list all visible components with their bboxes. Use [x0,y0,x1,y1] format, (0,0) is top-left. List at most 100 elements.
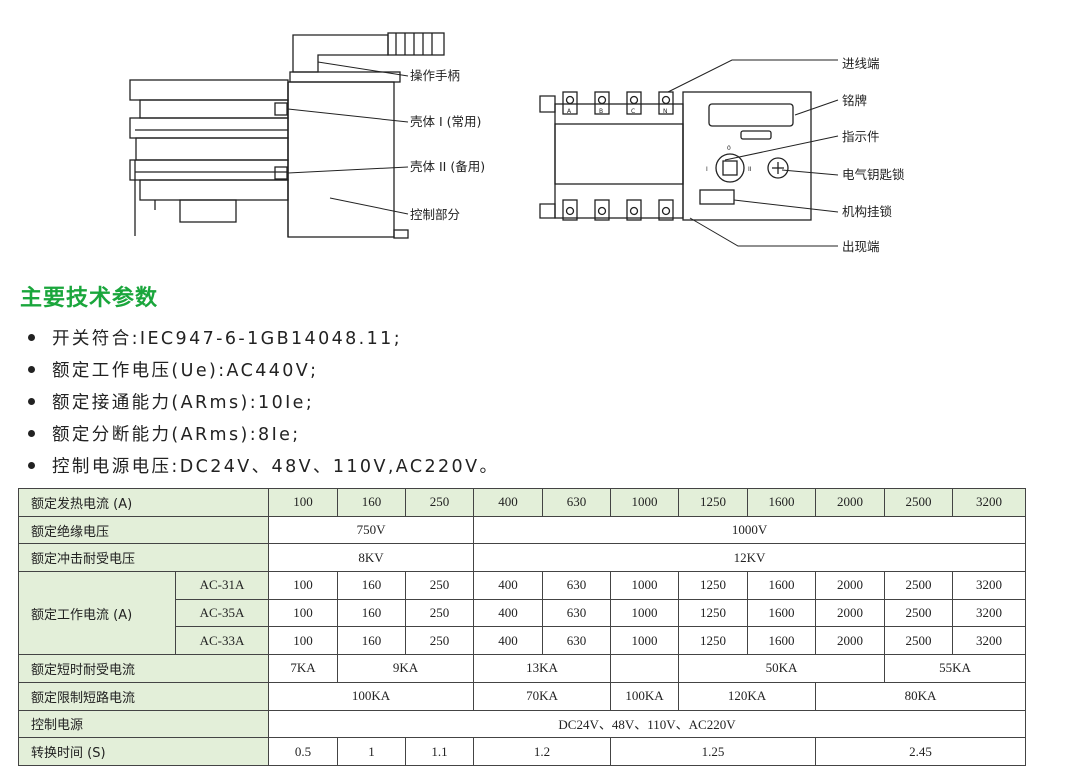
table-row-rated-current: 额定发热电流 (A) 100 160 250 400 630 1000 1250… [17,488,1027,517]
table-cell: 1 [337,737,407,766]
spec-text: 开关符合:IEC947-6-1GB14048.11; [52,329,402,349]
table-cell: 3200 [952,571,1027,600]
table-cell: 2.45 [815,737,1027,766]
table-cell: 100KA [610,681,680,711]
table-row-short-time: 额定短时耐受电流 7KA 9KA 13KA 50KA 55KA [17,654,1027,683]
table-cell: 630 [542,626,612,656]
table-cell: 1.2 [473,737,612,766]
dial-mark-1: I [706,166,708,173]
table-row-impulse: 额定冲击耐受电压 8KV 12KV [17,543,1027,573]
table-cell: 100KA [268,681,475,711]
category-label: AC-31A [174,571,270,600]
table-cell: 2500 [884,626,954,656]
table-cell: 7KA [268,654,339,683]
table-cell: 2500 [884,598,954,628]
table-cell: 2000 [815,626,886,656]
table-cell: 2000 [815,598,886,628]
table-cell: 750V [268,515,475,545]
table-cell: 1.25 [610,737,817,766]
table-cell: 12KV [473,543,1027,573]
spec-item: 额定工作电压(Ue):AC440V; [28,356,499,388]
spec-item: 额定接通能力(ARms):10Ie; [28,388,499,420]
table-cell: 400 [473,598,544,628]
table-cell: 1000 [610,598,680,628]
spec-list: 开关符合:IEC947-6-1GB14048.11; 额定工作电压(Ue):AC… [28,324,499,484]
table-cell: 1600 [747,488,817,517]
dial-mark-2: II [748,166,752,173]
table-cell: 160 [337,598,407,628]
spec-text: 额定分断能力(ARms):8Ie; [52,425,301,445]
label-indicator: 指示件 [842,129,880,144]
table-cell: 400 [473,488,544,517]
table-row-switch-time: 转换时间 (S) 0.5 1 1.1 1.2 1.25 2.45 [17,737,1027,766]
table-cell: 1250 [678,598,749,628]
bullet-icon [28,333,35,341]
label-nameplate: 铭牌 [842,93,868,108]
label-incoming-terminal: 进线端 [842,56,880,71]
bullet-icon [28,461,35,469]
table-cell: 120KA [678,681,817,711]
row-label: 额定短时耐受电流 [17,654,270,683]
bullet-icon [28,429,35,437]
label-control-part: 控制部分 [410,207,461,222]
front-view-drawing [539,59,839,247]
table-cell: 2500 [884,488,954,517]
table-cell: 1000V [473,515,1027,545]
spec-item: 控制电源电压:DC24V、48V、110V,AC220V。 [28,452,499,484]
table-cell: 100 [268,488,339,517]
table-cell: 13KA [473,654,612,683]
spec-text: 额定工作电压(Ue):AC440V; [52,361,319,381]
table-cell: 630 [542,571,612,600]
table-cell: 1.1 [405,737,475,766]
table-cell: 1000 [610,626,680,656]
terminal-letters: A B C N 0 I II [567,108,752,173]
label-mechanism-padlock: 机构挂锁 [842,204,893,219]
table-cell: 1250 [678,488,749,517]
spec-text: 额定接通能力(ARms):10Ie; [52,393,315,413]
table-cell: 250 [405,626,475,656]
table-cell: 160 [337,626,407,656]
row-label: 额定绝缘电压 [17,515,270,545]
row-label: 控制电源 [17,709,270,739]
table-cell: 2000 [815,488,886,517]
table-cell: 160 [337,571,407,600]
label-electric-key-lock: 电气钥匙锁 [842,167,905,182]
table-cell: 1250 [678,571,749,600]
section-title: 主要技术参数 [20,286,159,311]
table-cell: 250 [405,571,475,600]
table-cell [610,654,680,683]
table-cell: 80KA [815,681,1027,711]
terminal-letter-c: C [631,108,635,115]
row-label: 额定限制短路电流 [17,681,270,711]
label-operating-handle: 操作手柄 [410,68,461,83]
table-row-insulation: 额定绝缘电压 750V 1000V [17,515,1027,545]
table-cell: 3200 [952,626,1027,656]
label-housing-backup: 壳体 II (备用) [410,159,486,174]
table-cell: 1600 [747,571,817,600]
dial-mark-0: 0 [727,145,731,152]
category-label: AC-35A [174,598,270,628]
table-cell: 2000 [815,571,886,600]
table-row-ac31a: 额定工作电流 (A) AC-31A 100 160 250 400 630 10… [18,571,1027,656]
table-row-limit-short-circuit: 额定限制短路电流 100KA 70KA 100KA 120KA 80KA [17,681,1027,711]
table-cell: 100 [268,626,339,656]
side-view-drawing [129,32,445,239]
table-cell: 250 [405,598,475,628]
label-outgoing-terminal: 出现端 [842,239,880,254]
table-cell: 50KA [678,654,886,683]
row-label: 额定发热电流 (A) [17,488,270,517]
table-cell: 3200 [952,488,1027,517]
table-cell: 8KV [268,543,475,573]
category-label: AC-33A [174,626,270,656]
row-label: 额定冲击耐受电压 [17,543,270,573]
row-label: 额定工作电流 (A) [18,571,176,656]
spec-text: 控制电源电压:DC24V、48V、110V,AC220V。 [52,457,500,477]
spec-item: 额定分断能力(ARms):8Ie; [28,420,499,452]
table-cell: 1600 [747,598,817,628]
spec-table: 额定发热电流 (A) 100 160 250 400 630 1000 1250… [17,488,1027,766]
table-cell: 1000 [610,488,680,517]
table-cell: 400 [473,571,544,600]
switch-drawing: A B C N 0 I II [129,32,839,247]
table-cell: 9KA [337,654,475,683]
table-cell: 100 [268,571,339,600]
